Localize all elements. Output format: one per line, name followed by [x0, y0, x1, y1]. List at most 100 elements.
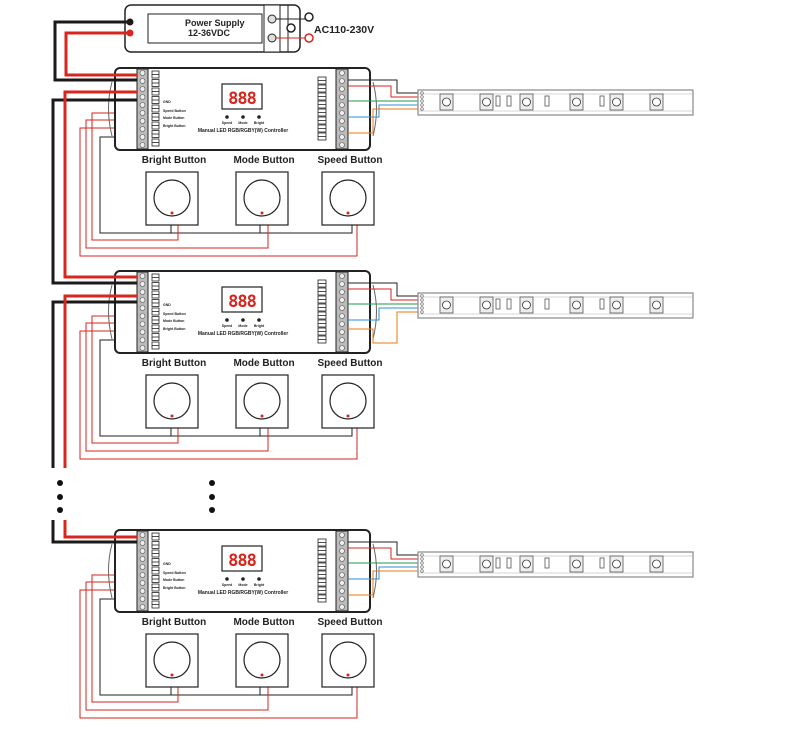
dc-negative-trunk: [53, 20, 137, 82]
indicator-led: [257, 318, 261, 322]
button-label-bright-button: Bright Button: [142, 155, 206, 166]
indicator-label-speed: Speed: [222, 324, 233, 328]
resistor: [599, 95, 605, 107]
resistor: [544, 298, 550, 310]
speed-button-wire: [79, 127, 358, 257]
push-button-icon: [243, 641, 281, 679]
dc-positive-trunk: [63, 294, 137, 468]
button-label-speed-button: Speed Button: [318, 358, 383, 369]
continuation-dot: [209, 480, 215, 486]
button-label-mode-button: Mode Button: [233, 155, 294, 166]
ac-neutral-icon: [304, 12, 314, 22]
indicator-led: [257, 115, 261, 119]
output-wire: [348, 79, 420, 94]
indicator-label-mode: Mode: [238, 121, 247, 125]
terminal-label-gnd: GND: [163, 303, 171, 307]
output-wire: [348, 547, 420, 560]
button-label-mode-button: Mode Button: [233, 617, 294, 628]
terminal-label-mode-button: Mode Button: [163, 578, 184, 582]
ac-input-label: AC110-230V: [314, 24, 374, 36]
resistor: [495, 298, 501, 310]
indicator-label-mode: Mode: [238, 324, 247, 328]
led-display-digits: 888: [228, 89, 256, 109]
bright-button-wire: [91, 574, 179, 703]
dc-negative-trunk: [51, 520, 137, 544]
mode-button-wire: [85, 322, 269, 452]
led-strip: [417, 292, 694, 319]
output-terminal-block: [335, 530, 349, 612]
indicator-led: [225, 318, 229, 322]
push-button-icon: [243, 179, 281, 217]
led-strip: [417, 89, 694, 116]
terminal-label-bright-button: Bright Button: [163, 586, 186, 590]
indicator-led: [241, 577, 245, 581]
push-button-icon: [329, 641, 367, 679]
resistor: [544, 95, 550, 107]
button-label-speed-button: Speed Button: [318, 617, 383, 628]
indicator-label-speed: Speed: [222, 583, 233, 587]
indicator-label-mode: Mode: [238, 583, 247, 587]
output-wire: [348, 570, 420, 596]
power-supply: Power Supply 12-36VDC AC110-230V: [124, 4, 374, 53]
output-wire: [348, 307, 420, 321]
button-common-wire: [99, 598, 353, 696]
output-wire: [348, 311, 420, 344]
mode-button-wire: [85, 581, 269, 711]
button-label-bright-button: Bright Button: [142, 358, 206, 369]
led-display: [221, 286, 263, 313]
indicator-label-bright: Bright: [254, 324, 265, 328]
output-wire: [348, 108, 420, 134]
output-wire: [348, 541, 420, 556]
input-terminal-block: [136, 530, 149, 612]
terminal-label-gnd: GND: [163, 100, 171, 104]
power-supply-label-line2: 12-36VDC: [188, 28, 231, 38]
output-wire: [348, 288, 420, 301]
terminal-label-bright-button: Bright Button: [163, 124, 186, 128]
terminal-label-bright-button: Bright Button: [163, 327, 186, 331]
continuation-dot: [57, 507, 63, 513]
speed-button-wire: [79, 589, 358, 719]
resistor: [506, 557, 512, 569]
button-label-bright-button: Bright Button: [142, 617, 206, 628]
push-button-icon: [153, 382, 191, 420]
resistor: [599, 557, 605, 569]
resistor: [506, 298, 512, 310]
controller-title: Manual LED RGB/RGBY(W) Controller: [198, 128, 288, 134]
push-button-icon: [329, 382, 367, 420]
terminal-label-speed-button: Speed Button: [163, 571, 186, 575]
led-display: [221, 545, 263, 572]
terminal-label-speed-button: Speed Button: [163, 312, 186, 316]
resistor: [599, 298, 605, 310]
output-terminal-block: [335, 68, 349, 150]
indicator-led: [225, 577, 229, 581]
bright-button-wire: [91, 112, 179, 241]
terminal-label-mode-button: Mode Button: [163, 319, 184, 323]
button-label-speed-button: Speed Button: [318, 155, 383, 166]
controller-title: Manual LED RGB/RGBY(W) Controller: [198, 590, 288, 596]
controller-title: Manual LED RGB/RGBY(W) Controller: [198, 331, 288, 337]
push-button-icon: [243, 382, 281, 420]
continuation-dot: [209, 507, 215, 513]
terminal-label-speed-button: Speed Button: [163, 109, 186, 113]
input-terminal-block: [136, 271, 149, 353]
led-strip: [417, 551, 694, 578]
output-wire: [348, 282, 420, 297]
resistor: [506, 95, 512, 107]
speed-button-wire: [79, 330, 358, 460]
resistor: [495, 95, 501, 107]
led-display-digits: 888: [228, 292, 256, 312]
dc-negative-trunk: [51, 300, 137, 468]
continuation-dot: [209, 494, 215, 500]
continuation-dot: [57, 494, 63, 500]
output-wire: [348, 85, 420, 98]
resistor: [495, 557, 501, 569]
dc-positive-trunk: [63, 520, 137, 539]
dc-positive-trunk: [63, 90, 137, 279]
indicator-led: [257, 577, 261, 581]
output-terminal-block: [335, 271, 349, 353]
dc-positive-terminal: [126, 29, 134, 37]
push-button-icon: [329, 179, 367, 217]
